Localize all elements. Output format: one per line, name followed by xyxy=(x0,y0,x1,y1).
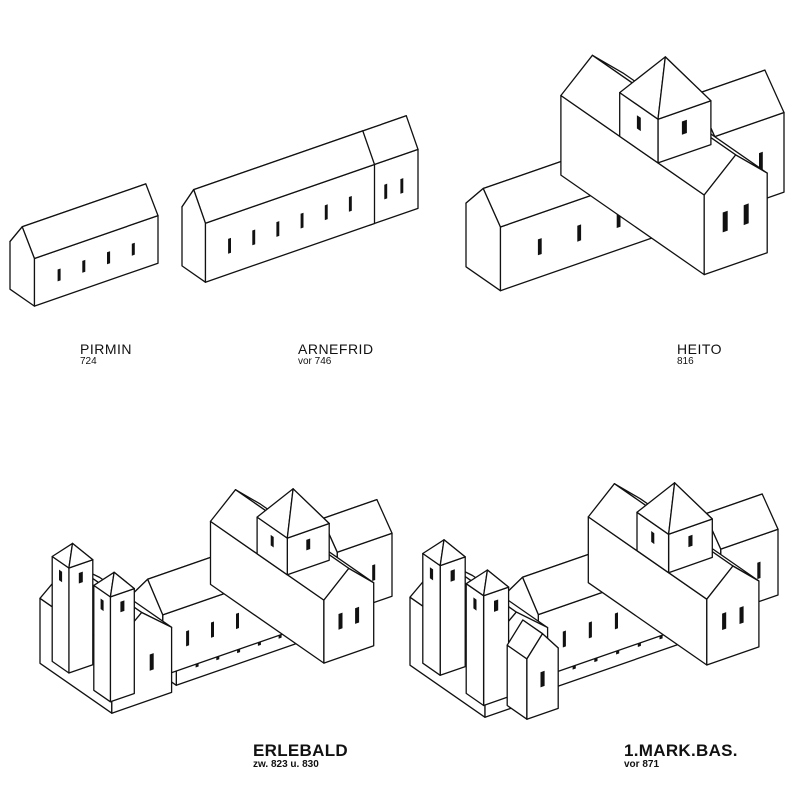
window xyxy=(149,653,154,671)
building-face xyxy=(667,482,713,535)
window xyxy=(270,534,274,548)
phase-date: vor 746 xyxy=(298,356,332,367)
window xyxy=(228,237,231,254)
window xyxy=(384,183,388,200)
window xyxy=(636,115,641,132)
window xyxy=(537,238,542,256)
window xyxy=(400,178,404,194)
window xyxy=(473,597,477,611)
window xyxy=(306,538,311,551)
window xyxy=(743,203,749,226)
window xyxy=(131,242,135,256)
label-mark-basilica: 1.MARK.BAS. vor 871 xyxy=(624,742,738,770)
window xyxy=(722,210,728,233)
label-pirmin: PIRMIN 724 xyxy=(80,342,132,367)
phase-date: 816 xyxy=(677,356,694,367)
window xyxy=(120,600,125,613)
phase-name: 1.MARK.BAS. xyxy=(624,741,738,760)
building-erlebald xyxy=(39,488,393,714)
window xyxy=(211,621,214,638)
phase-name: PIRMIN xyxy=(80,341,132,357)
building-face xyxy=(703,154,768,276)
window xyxy=(614,612,618,630)
label-heito: HEITO 816 xyxy=(677,342,722,367)
window xyxy=(324,204,328,221)
window xyxy=(494,599,499,612)
building-mark-basilica xyxy=(409,482,779,720)
window xyxy=(577,224,582,242)
building-arnefrid xyxy=(181,115,419,283)
building-face xyxy=(323,567,375,664)
window xyxy=(100,598,104,612)
window xyxy=(429,567,434,581)
building-face xyxy=(68,542,94,569)
window xyxy=(681,119,687,135)
window xyxy=(562,630,566,648)
phase-date: vor 871 xyxy=(624,759,660,770)
window xyxy=(688,534,693,548)
building-heito xyxy=(465,54,785,292)
window xyxy=(276,221,280,237)
building-face xyxy=(286,488,330,539)
window xyxy=(722,612,727,630)
window xyxy=(236,612,239,630)
window xyxy=(739,606,744,624)
building-face xyxy=(482,569,510,597)
window xyxy=(338,612,343,630)
window xyxy=(757,561,761,580)
building-face xyxy=(657,56,712,120)
window xyxy=(78,571,83,584)
phase-name: ARNEFRID xyxy=(298,341,374,357)
building-face xyxy=(465,187,502,292)
phase-name: ERLEBALD xyxy=(253,741,348,760)
building-face xyxy=(181,188,207,283)
phase-date: 724 xyxy=(80,356,97,367)
phase-name: HEITO xyxy=(677,341,723,357)
window xyxy=(540,670,545,688)
window xyxy=(186,630,190,647)
window xyxy=(651,531,655,545)
building-face xyxy=(9,226,36,307)
label-arnefrid: ARNEFRID vor 746 xyxy=(298,342,374,367)
label-erlebald: ERLEBALD zw. 823 u. 830 xyxy=(253,742,348,770)
window xyxy=(588,621,592,639)
window xyxy=(107,251,111,265)
window xyxy=(355,606,360,624)
window xyxy=(348,196,352,212)
phase-date: zw. 823 u. 830 xyxy=(253,759,319,770)
building-face xyxy=(706,565,760,666)
building-pirmin xyxy=(9,183,159,307)
window xyxy=(372,564,376,581)
window xyxy=(82,259,86,273)
window xyxy=(59,569,63,583)
window xyxy=(300,212,304,229)
window xyxy=(252,229,256,246)
window xyxy=(450,569,455,582)
window xyxy=(57,268,61,282)
building-face xyxy=(109,571,135,598)
building-face xyxy=(439,539,466,567)
